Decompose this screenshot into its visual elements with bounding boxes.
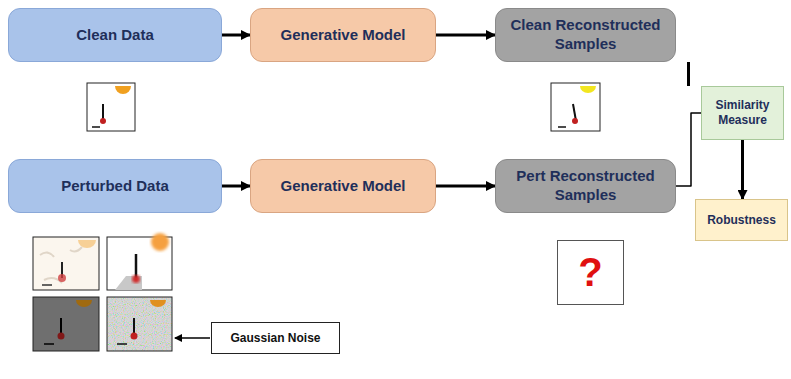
leader-arrow <box>175 337 210 339</box>
model-box: Generative Model <box>250 159 436 213</box>
box-label: Clean Reconstructed Samples <box>504 16 667 54</box>
connector <box>741 140 744 199</box>
connector <box>436 185 495 188</box>
connector <box>676 113 701 186</box>
pendulum-thumbnail <box>87 83 135 131</box>
box-label: ? <box>578 250 602 295</box>
box-label: Generative Model <box>280 26 405 45</box>
model-box: Generative Model <box>250 8 436 62</box>
box-label: Robustness <box>707 213 776 227</box>
data-box: Perturbed Data <box>8 159 222 213</box>
samples-box: Clean Reconstructed Samples <box>495 8 676 62</box>
note-box: Gaussian Noise <box>211 322 340 354</box>
pendulum-thumbnail <box>33 237 99 290</box>
connector <box>222 185 250 188</box>
pendulum-thumbnail <box>33 297 99 351</box>
samples-box: Pert Reconstructed Samples <box>495 159 676 213</box>
box-label: Clean Data <box>76 26 154 45</box>
box-label: Gaussian Noise <box>230 331 320 345</box>
box-label: Perturbed Data <box>61 177 169 196</box>
box-label: Similarity Measure <box>706 98 779 128</box>
data-box: Clean Data <box>8 8 222 62</box>
pendulum-thumbnail <box>107 297 172 351</box>
pendulum-thumbnail <box>107 233 172 290</box>
box-label: Pert Reconstructed Samples <box>504 167 667 205</box>
connector <box>436 34 495 37</box>
measure-box: Similarity Measure <box>701 86 784 140</box>
connector <box>222 34 250 37</box>
pendulum-thumbnail <box>551 83 600 131</box>
box-label: Generative Model <box>280 177 405 196</box>
connector <box>687 62 690 86</box>
result-box: Robustness <box>695 199 788 241</box>
unknown-sample-box: ? <box>557 240 624 305</box>
